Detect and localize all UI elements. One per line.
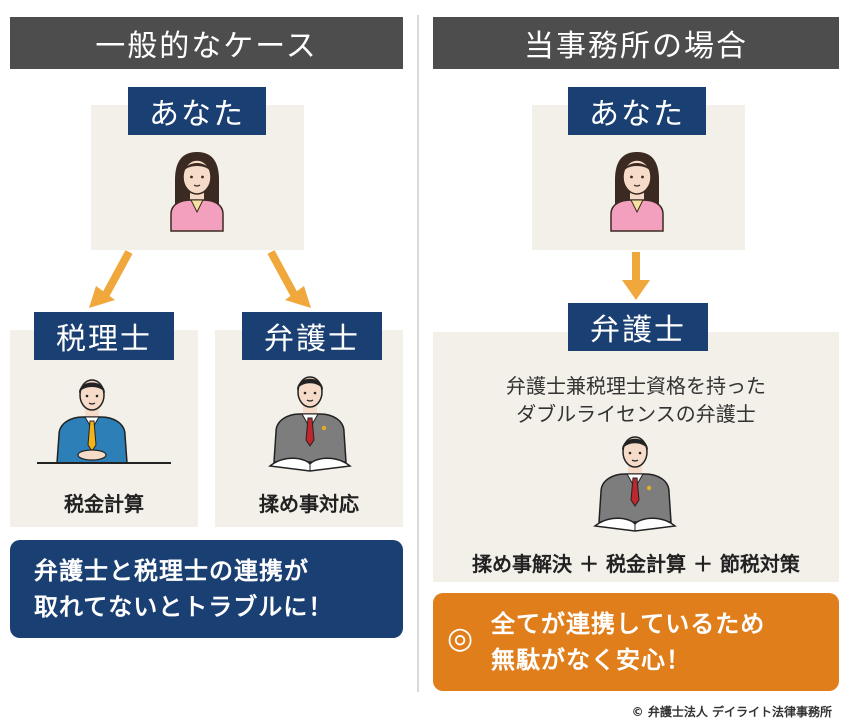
left-lawyer-label: 弁護士 — [242, 312, 382, 360]
right-lawyer-label: 弁護士 — [568, 303, 708, 351]
left-banner-line2: 取れてないとトラブルに！ — [34, 593, 334, 621]
tax-caption: 税金計算 — [64, 492, 144, 516]
left-header: 一般的なケース — [10, 17, 403, 69]
right-lawyer-icon — [585, 432, 685, 532]
left-arrow-to-lawyer — [255, 248, 315, 314]
services-caption: 揉め事解決 ＋ 税金計算 ＋ 節税対策 — [472, 552, 800, 576]
right-arrow-down — [618, 250, 654, 302]
left-warning-banner: 弁護士と税理士の連携が 取れてないとトラブルに！ — [10, 540, 403, 638]
left-lawyer-icon — [260, 372, 360, 472]
column-divider — [417, 15, 419, 692]
desc-line1: 弁護士兼税理士資格を持った — [506, 374, 766, 398]
double-license-desc: 弁護士兼税理士資格を持った ダブルライセンスの弁護士 — [433, 372, 839, 428]
double-circle-icon: ◎ — [447, 621, 475, 656]
right-banner-line1: 全てが連携しているため — [491, 610, 766, 638]
left-banner-line1: 弁護士と税理士の連携が — [34, 557, 309, 585]
right-header: 当事務所の場合 — [433, 17, 839, 69]
left-you-label: あなた — [128, 87, 266, 135]
right-banner-line2: 無駄がなく安心！ — [491, 646, 691, 674]
tax-accountant-icon — [35, 375, 173, 467]
right-reassurance-banner: ◎ 全てが連携しているため 無駄がなく安心！ — [433, 593, 839, 691]
desc-line2: ダブルライセンスの弁護士 — [516, 402, 756, 426]
left-arrow-to-tax — [85, 248, 145, 314]
left-tax-label: 税理士 — [34, 312, 174, 360]
lawyer-caption: 揉め事対応 — [259, 492, 359, 516]
right-banner-text: 全てが連携しているため 無駄がなく安心！ — [491, 606, 765, 678]
right-you-label: あなた — [568, 87, 706, 135]
copyright-text: © 弁護士法人 デイライト法律事務所 — [631, 705, 832, 719]
left-you-person-icon — [165, 150, 229, 232]
right-you-person-icon — [605, 150, 669, 232]
